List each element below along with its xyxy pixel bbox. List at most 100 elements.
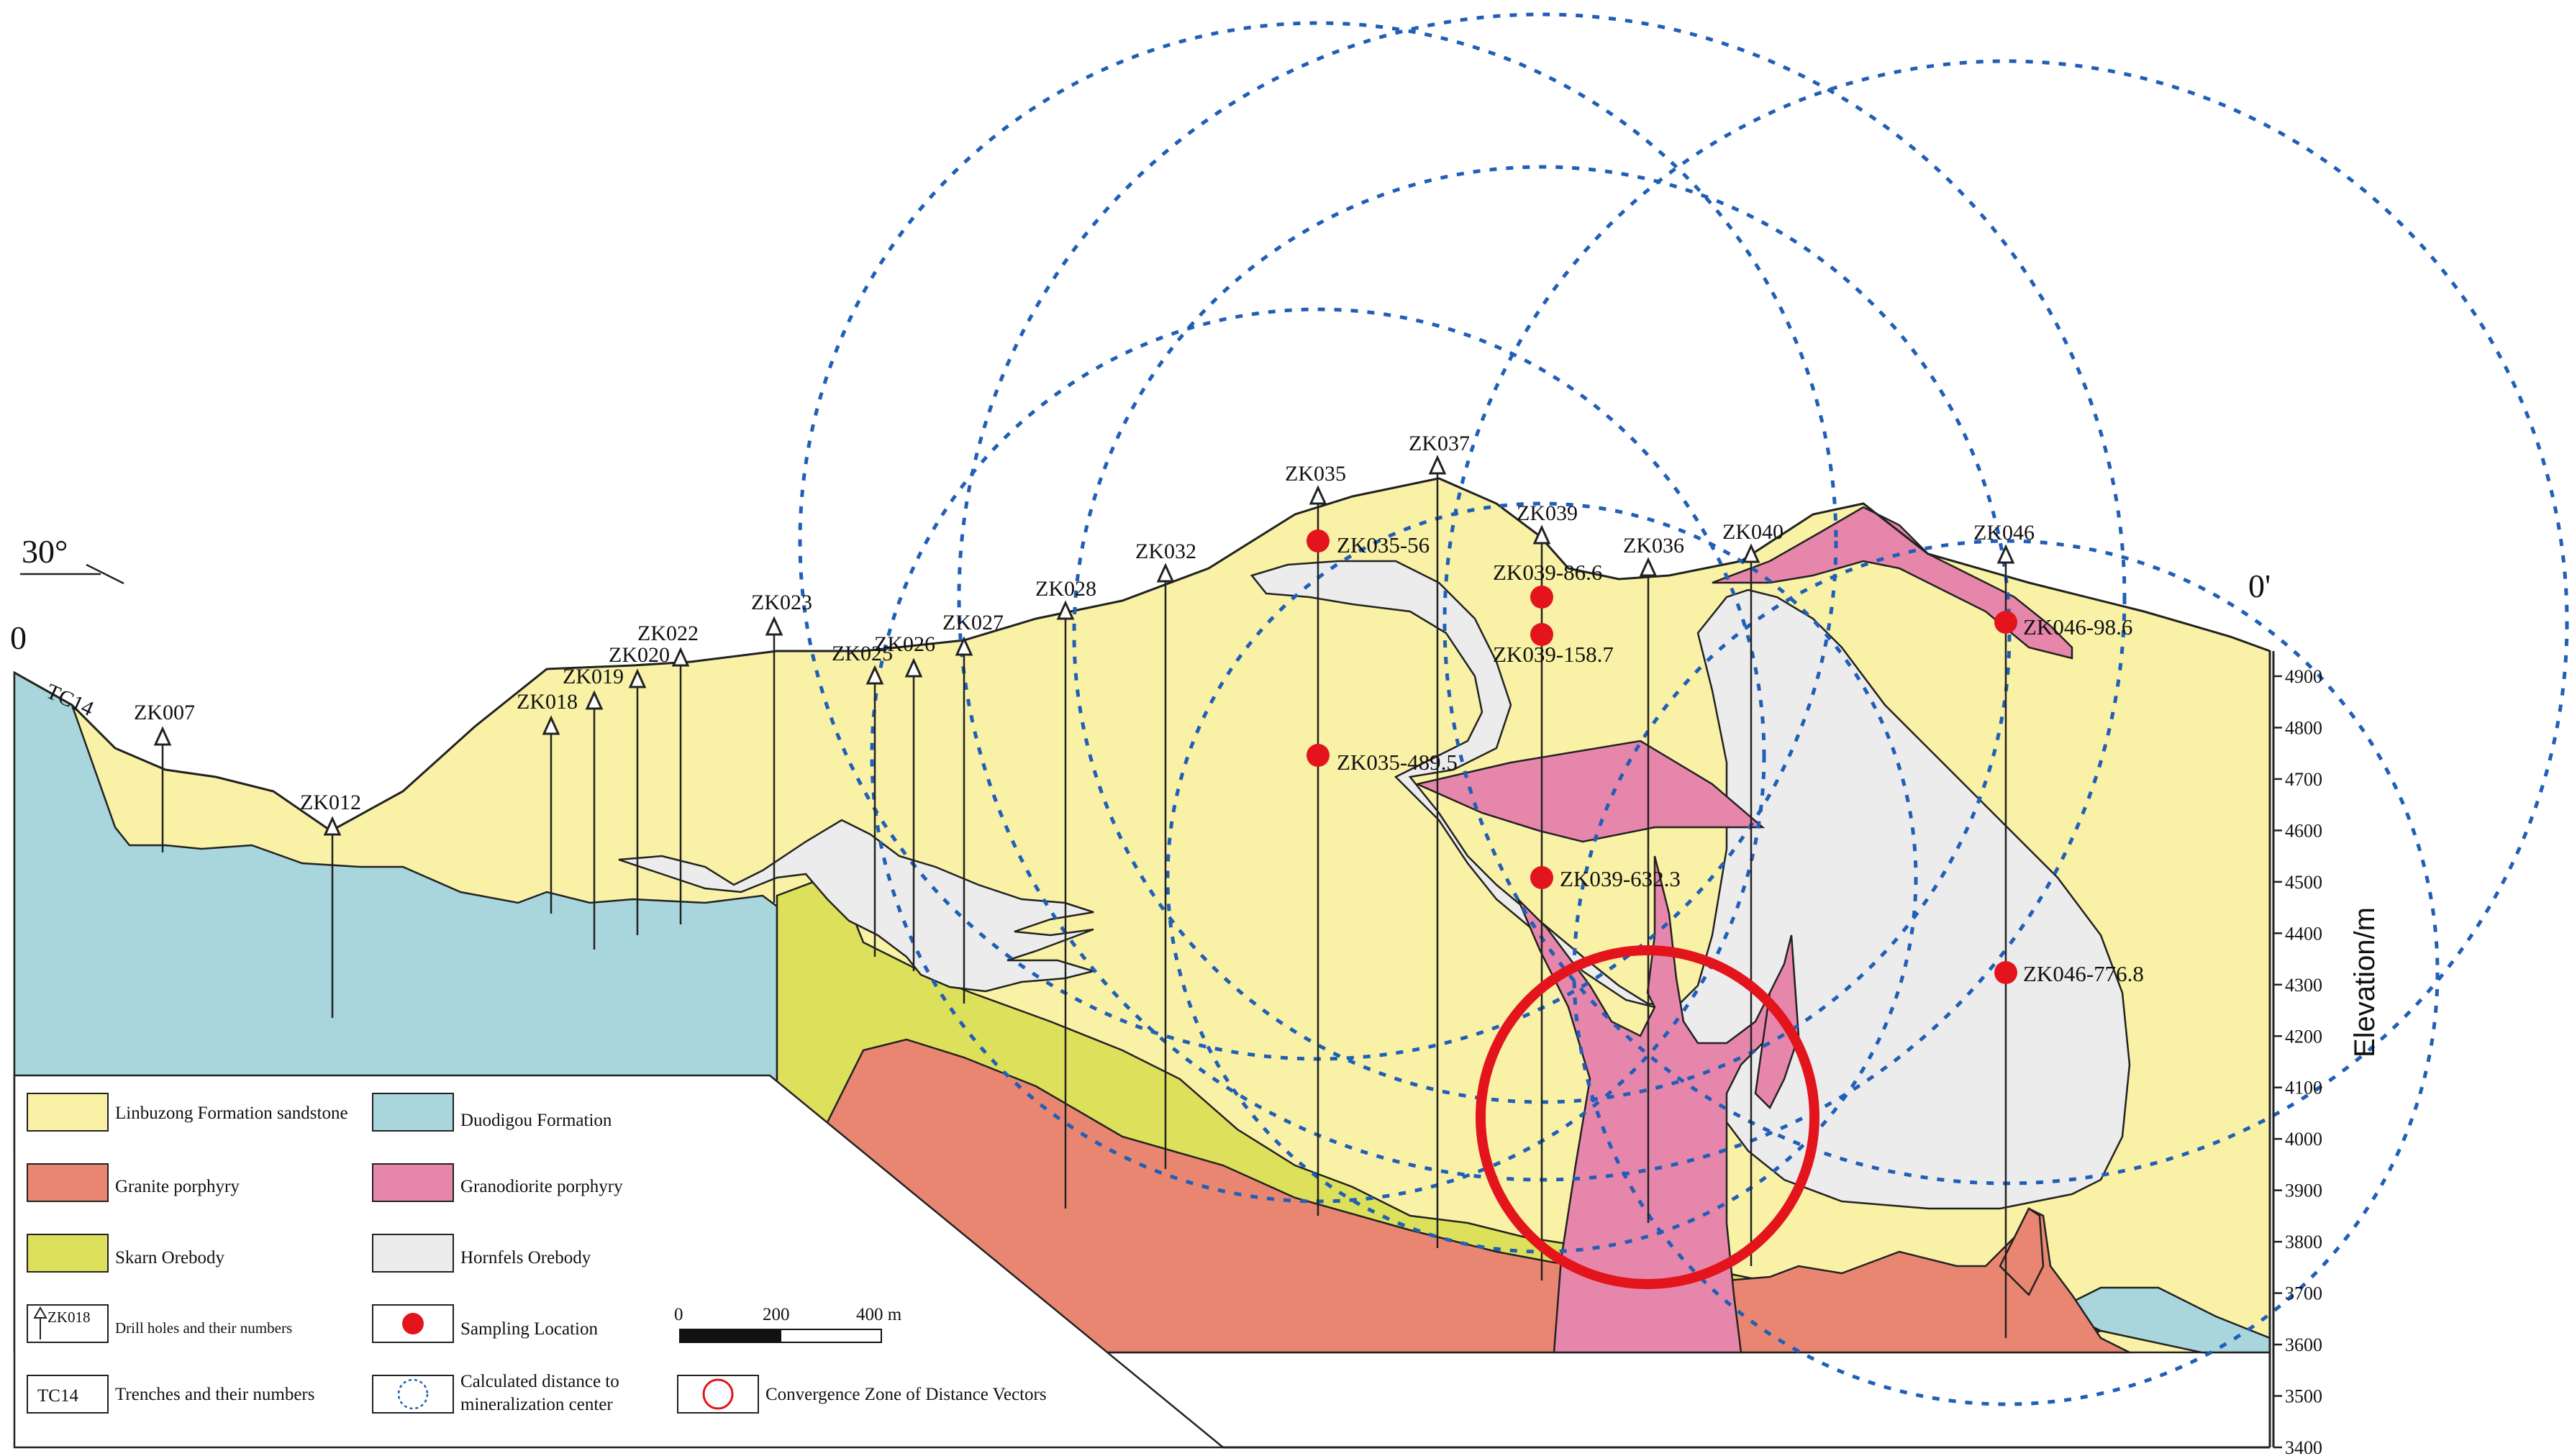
sample-label-zk039-86-6: ZK039-86.6: [1493, 560, 1602, 585]
legend-label-hornfels: Hornfels Orebody: [460, 1248, 591, 1268]
elevation-tick-label-3900: 3900: [2285, 1180, 2322, 1201]
drill-hole-label-zk027: ZK027: [942, 611, 1004, 634]
sample-label-zk035-489-5: ZK035-489.5: [1337, 750, 1458, 775]
elevation-tick-label-3800: 3800: [2285, 1232, 2322, 1252]
red-dot-icon: [402, 1313, 424, 1334]
legend-box-trench: [27, 1375, 109, 1414]
sample-label-zk046-776-8: ZK046-776.8: [2023, 961, 2144, 986]
drill-hole-marker-zk012: [323, 816, 342, 836]
elevation-tick-label-4400: 4400: [2285, 923, 2322, 944]
drill-hole-marker-zk037: [1428, 455, 1447, 475]
elevation-tick-label-3700: 3700: [2285, 1283, 2322, 1304]
distance-circle-zk039-632: [1165, 501, 1918, 1254]
legend-label-granite: Granite porphyry: [115, 1177, 240, 1196]
orientation-arrow-head: [86, 563, 124, 585]
legend-box-convergence: [677, 1375, 759, 1414]
legend-label-granodiorite: Granodiorite porphyry: [460, 1177, 623, 1196]
legend-label-distance-line2: mineralization center: [460, 1395, 613, 1414]
drill-hole-icon: [33, 1306, 47, 1339]
legend-label-linbuzong: Linbuzong Formation sandstone: [115, 1104, 348, 1123]
elevation-tick-label-4500: 4500: [2285, 872, 2322, 893]
legend-swatch-linbuzong: [27, 1093, 109, 1132]
legend-trench-sample-label: TC14: [37, 1386, 78, 1406]
legend-label-sampling: Sampling Location: [460, 1319, 598, 1339]
drill-hole-label-zk037: ZK037: [1409, 432, 1470, 455]
sample-point-zk046-98-6: [1994, 611, 2017, 634]
sample-point-zk046-776-8: [1994, 961, 2017, 984]
section-end-label: 0': [2248, 568, 2271, 604]
drill-hole-marker-zk028: [1056, 600, 1075, 620]
orientation-label: 30°: [22, 533, 68, 570]
elevation-tick-label-3400: 3400: [2285, 1437, 2322, 1456]
dashed-circle-icon: [397, 1378, 429, 1410]
legend-swatch-granodiorite: [372, 1163, 454, 1202]
drill-hole-marker-zk020: [628, 668, 647, 688]
granodiorite-lens: [1414, 740, 1766, 843]
convergence-zone-circle: [1476, 945, 1819, 1289]
drill-hole-label-zk022: ZK022: [637, 622, 699, 645]
legend-label-convergence: Convergence Zone of Distance Vectors: [765, 1385, 1047, 1404]
drill-hole-label-zk040: ZK040: [1722, 520, 1783, 544]
sample-point-zk039-86-6: [1530, 586, 1553, 609]
drill-hole-marker-zk035: [1309, 485, 1327, 505]
elevation-tick-label-4800: 4800: [2285, 717, 2322, 738]
drill-hole-marker-zk022: [671, 647, 690, 667]
red-circle-icon: [702, 1378, 734, 1410]
drill-hole-label-zk039: ZK039: [1517, 501, 1578, 525]
sample-label-zk035-56: ZK035-56: [1337, 532, 1430, 558]
elevation-tick-label-4600: 4600: [2285, 820, 2322, 841]
drill-hole-label-zk023: ZK023: [751, 591, 812, 614]
drill-hole-label-zk032: ZK032: [1135, 540, 1196, 563]
legend-swatch-skarn: [27, 1234, 109, 1273]
drill-hole-marker-zk046: [1996, 544, 2015, 564]
drill-hole-label-zk019: ZK019: [563, 665, 624, 688]
drill-hole-label-zk007: ZK007: [134, 701, 195, 724]
elevation-tick-label-4900: 4900: [2285, 666, 2322, 687]
drill-hole-marker-zk036: [1639, 557, 1658, 577]
drill-hole-label-zk020: ZK020: [609, 643, 670, 667]
drill-hole-marker-zk040: [1742, 543, 1760, 563]
drill-hole-label-zk035: ZK035: [1285, 462, 1346, 486]
scale-bar-black: [679, 1329, 781, 1343]
legend: Linbuzong Formation sandstone Duodigou F…: [27, 1093, 1047, 1414]
sample-label-zk039-158-7: ZK039-158.7: [1493, 642, 1614, 667]
legend-label-drillhole: Drill holes and their numbers: [115, 1319, 292, 1337]
granodiorite-porphyry-stock: [1517, 855, 1786, 1354]
drill-hole-marker-zk019: [585, 690, 604, 710]
sample-point-zk035-56: [1307, 529, 1330, 552]
sample-label-zk046-98-6: ZK046-98.6: [2023, 614, 2132, 640]
scale-bar-label-400: 400 m: [856, 1305, 902, 1324]
drill-hole-label-zk036: ZK036: [1623, 534, 1684, 558]
scale-bar-white: [780, 1329, 882, 1343]
legend-swatch-granite: [27, 1163, 109, 1202]
elevation-axis: 4900480047004600450044004300420041004000…: [2272, 651, 2322, 1456]
drill-hole-label-zk025: ZK025: [832, 642, 893, 665]
drill-hole-label-zk026: ZK026: [874, 632, 935, 656]
legend-label-skarn: Skarn Orebody: [115, 1248, 225, 1268]
granodiorite-dike: [1712, 506, 2073, 660]
drill-hole-marker-zk027: [955, 636, 973, 656]
drill-hole-label-zk046: ZK046: [1973, 521, 2035, 545]
drill-hole-marker-zk018: [542, 715, 560, 735]
scale-bar-label-0: 0: [674, 1305, 683, 1324]
granite-porphyry-spur: [1999, 1207, 2045, 1297]
legend-swatch-hornfels: [372, 1234, 454, 1273]
granodiorite-right-finger: [1754, 934, 1800, 1110]
drill-hole-label-zk012: ZK012: [300, 791, 361, 814]
drill-hole-marker-zk032: [1156, 563, 1175, 583]
drill-hole-label-zk028: ZK028: [1035, 577, 1096, 601]
legend-box-distance: [372, 1375, 454, 1414]
sample-point-zk035-489-5: [1307, 744, 1330, 767]
hornfels-orebody-left: [618, 819, 1097, 993]
elevation-tick-label-3500: 3500: [2285, 1386, 2322, 1407]
elevation-tick-label-4700: 4700: [2285, 769, 2322, 790]
legend-drillhole-sample-label: ZK018: [47, 1309, 91, 1326]
legend-label-duodigou: Duodigou Formation: [460, 1111, 612, 1130]
elevation-tick-label-4000: 4000: [2285, 1129, 2322, 1150]
elevation-tick-label-4100: 4100: [2285, 1078, 2322, 1098]
elevation-tick-label-3600: 3600: [2285, 1334, 2322, 1355]
sample-label-zk039-632-3: ZK039-632.3: [1560, 866, 1681, 891]
scale-bar-label-200: 200: [763, 1305, 790, 1324]
